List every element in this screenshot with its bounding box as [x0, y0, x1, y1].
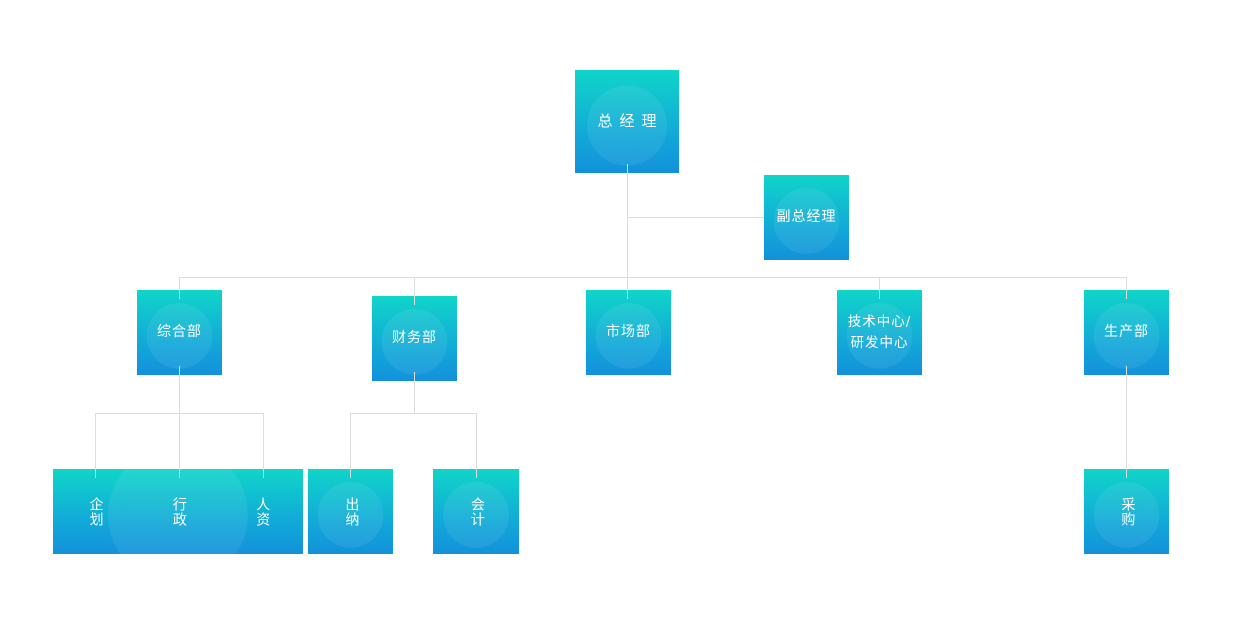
- org-node-label: 采购: [1119, 496, 1136, 527]
- connector-line: [350, 413, 476, 414]
- connector-line: [627, 217, 764, 218]
- connector-line: [179, 366, 180, 478]
- org-node-finance-dept: 财务部: [372, 296, 457, 381]
- connector-line: [414, 372, 415, 413]
- connector-line: [627, 277, 628, 299]
- org-node-label: 市场部: [606, 323, 651, 340]
- connector-line: [414, 277, 415, 305]
- org-group-general-affairs-children: 企划 行政 人资: [53, 469, 303, 554]
- org-node-label: 财务部: [392, 329, 437, 346]
- connector-line: [1126, 366, 1127, 478]
- org-node-tech-rd-center: 技术中心/ 研发中心: [837, 290, 922, 375]
- org-node-general-affairs-dept: 综合部: [137, 290, 222, 375]
- org-node-label: 总经理: [597, 111, 664, 130]
- org-node-accounting: 会计: [433, 469, 519, 554]
- connector-line: [95, 413, 263, 414]
- connector-line: [350, 413, 351, 478]
- org-node-general-manager: 总经理: [575, 70, 679, 173]
- org-node-production-dept: 生产部: [1084, 290, 1169, 375]
- org-node-label: 综合部: [157, 323, 202, 340]
- org-node-human-resources: 人资: [254, 496, 271, 527]
- org-node-procurement: 采购: [1084, 469, 1169, 554]
- org-node-label: 会计: [468, 496, 485, 527]
- connector-line: [95, 413, 96, 478]
- connector-line: [263, 413, 264, 478]
- org-node-label: 出纳: [343, 496, 360, 527]
- org-node-label: 副总经理: [776, 208, 837, 225]
- connector-line: [476, 413, 477, 478]
- connector-line: [879, 277, 880, 299]
- connector-line: [179, 277, 1127, 278]
- org-node-administration: 行政: [170, 496, 187, 527]
- org-node-cashier: 出纳: [308, 469, 393, 554]
- org-node-planning: 企划: [87, 496, 104, 527]
- org-node-label: 生产部: [1104, 323, 1149, 340]
- connector-line: [627, 164, 628, 277]
- org-node-marketing-dept: 市场部: [586, 290, 671, 375]
- connector-line: [1126, 277, 1127, 299]
- connector-line: [179, 277, 180, 299]
- org-node-deputy-general-manager: 副总经理: [764, 175, 849, 260]
- org-node-label: 技术中心/ 研发中心: [847, 313, 912, 351]
